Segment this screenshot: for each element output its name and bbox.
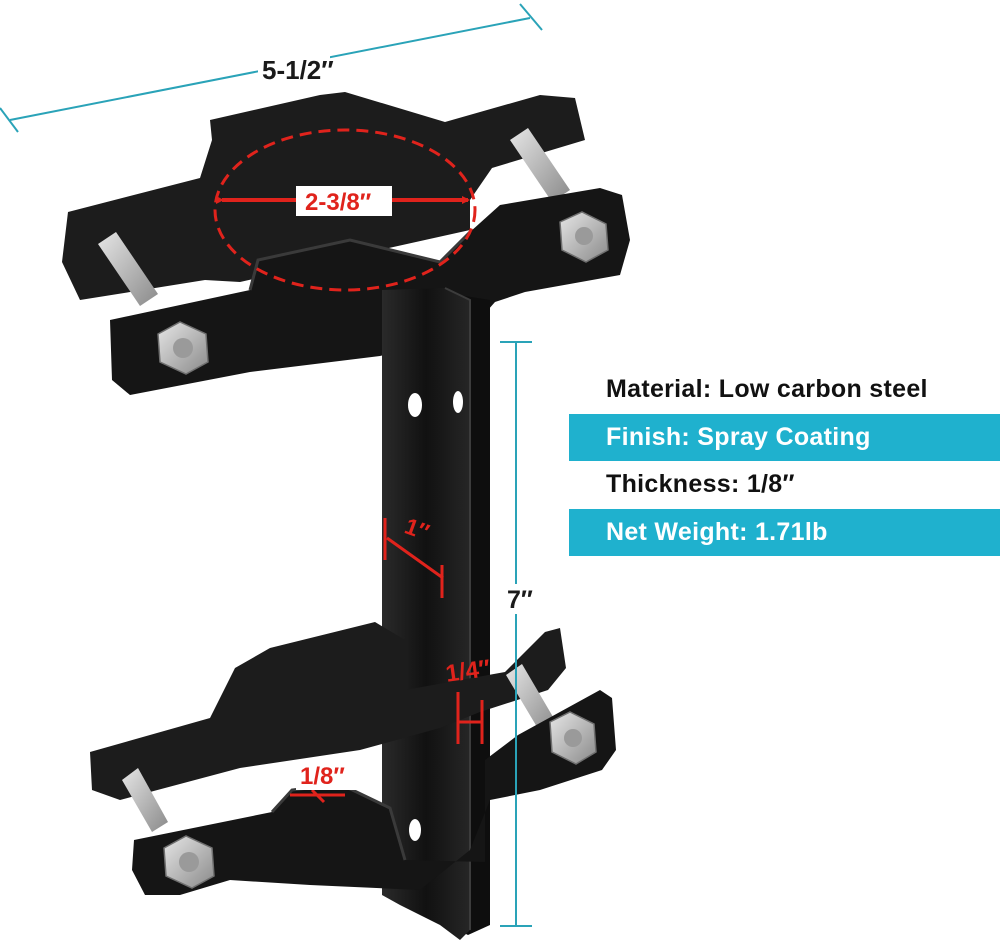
spec-finish: Finish: Spray Coating bbox=[569, 414, 1000, 461]
plate-width-marker bbox=[383, 518, 444, 598]
nut bbox=[163, 835, 215, 889]
spec-net-weight: Net Weight: 1.71lb bbox=[569, 509, 1000, 556]
width-label: 5-1/2″ bbox=[262, 55, 334, 85]
top-clamp bbox=[62, 92, 630, 395]
nut bbox=[157, 321, 209, 375]
spec-thickness: Thickness: 1/8″ bbox=[569, 461, 1000, 508]
spec-finish-text: Finish: Spray Coating bbox=[606, 423, 871, 451]
height-dimension-line bbox=[500, 341, 532, 927]
bottom-clamp bbox=[90, 622, 616, 895]
spec-material: Material: Low carbon steel bbox=[569, 366, 1000, 413]
height-label: 7″ bbox=[507, 586, 533, 614]
width-label-bg bbox=[258, 52, 330, 86]
nut bbox=[549, 711, 597, 765]
height-label-bg bbox=[504, 584, 534, 614]
pipe-diameter-label: 2-3/8″ bbox=[305, 189, 372, 216]
bolt bbox=[98, 128, 570, 306]
nut bbox=[559, 211, 609, 263]
spec-material-text: Material: Low carbon steel bbox=[606, 375, 928, 403]
pipe-diameter-label-bg bbox=[296, 186, 392, 216]
spec-thickness-text: Thickness: 1/8″ bbox=[606, 470, 795, 498]
vertical-plates bbox=[382, 287, 490, 940]
plate-gap-marker bbox=[456, 692, 484, 744]
thickness-label: 1/8″ bbox=[300, 763, 345, 790]
thickness-label-bg bbox=[296, 760, 356, 790]
thickness-marker bbox=[290, 788, 345, 804]
plate-gap-label: 1/4″ bbox=[444, 655, 493, 688]
bolt bbox=[122, 664, 556, 832]
spec-net-weight-text: Net Weight: 1.71lb bbox=[606, 518, 828, 546]
